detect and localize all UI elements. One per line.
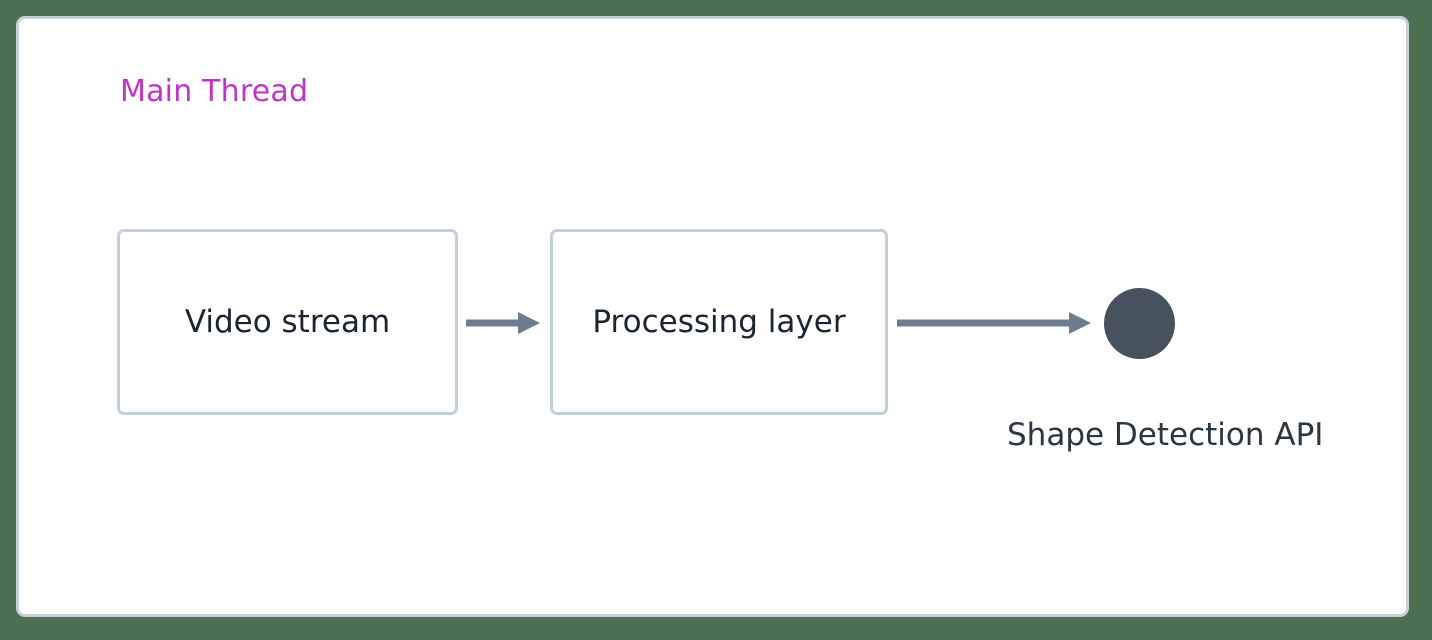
node-processing-layer[interactable]: Processing layer bbox=[550, 229, 888, 415]
node-video-stream-label: Video stream bbox=[184, 303, 391, 340]
node-video-stream[interactable]: Video stream bbox=[117, 229, 458, 415]
edge-processing-to-shape-detection-arrow bbox=[897, 312, 1091, 334]
node-shape-detection-api-circle[interactable] bbox=[1104, 288, 1175, 359]
edge-video-to-processing-arrow bbox=[466, 312, 540, 334]
diagram-canvas: Main Thread Video stream Processing laye… bbox=[16, 16, 1409, 617]
cluster-label-main-thread: Main Thread bbox=[120, 74, 309, 109]
node-processing-layer-label: Processing layer bbox=[592, 303, 846, 340]
arrow-shaft-and-head-icon bbox=[897, 312, 1091, 334]
node-shape-detection-api-label: Shape Detection API bbox=[1007, 417, 1324, 453]
arrow-shaft-and-head-icon bbox=[466, 312, 540, 334]
